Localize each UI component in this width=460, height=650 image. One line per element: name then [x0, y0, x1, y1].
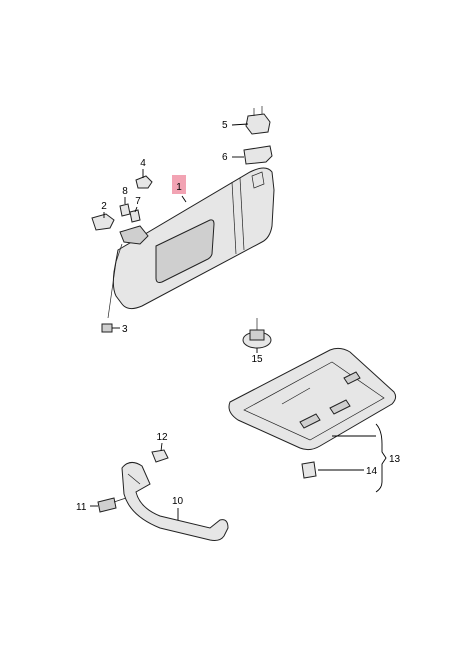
part-6-cover[interactable] — [243, 145, 273, 165]
part-11-screw[interactable] — [97, 497, 127, 513]
part-3-screw[interactable] — [101, 323, 113, 333]
label-6[interactable]: 6 — [222, 152, 228, 163]
part-1-highlight — [172, 175, 186, 194]
label-10[interactable]: 10 — [172, 496, 184, 507]
leader-7 — [134, 206, 138, 213]
label-15[interactable]: 15 — [251, 354, 263, 365]
label-12[interactable]: 12 — [156, 432, 168, 443]
label-8[interactable]: 8 — [122, 186, 128, 197]
part-13-console[interactable] — [228, 347, 397, 451]
part-4-clip[interactable] — [135, 175, 153, 189]
part-14-clip[interactable] — [301, 461, 317, 479]
part-5-bracket[interactable] — [245, 106, 271, 135]
label-7[interactable]: 7 — [135, 196, 141, 207]
label-13[interactable]: 13 — [389, 454, 401, 465]
sun-visor[interactable] — [112, 167, 275, 310]
label-14[interactable]: 14 — [366, 466, 378, 477]
leader-5 — [231, 123, 249, 126]
part-12-clip[interactable] — [151, 449, 169, 463]
label-5[interactable]: 5 — [222, 120, 228, 131]
part-10-grab-handle[interactable] — [121, 462, 229, 541]
leader-12 — [160, 442, 163, 452]
visor-hinge[interactable] — [107, 225, 149, 319]
label-3[interactable]: 3 — [122, 324, 128, 335]
label-4[interactable]: 4 — [140, 158, 146, 169]
label-1[interactable]: 1 — [176, 182, 182, 193]
label-2[interactable]: 2 — [101, 201, 107, 212]
bracket-13 — [375, 423, 387, 493]
part-8-fastener[interactable] — [119, 203, 131, 217]
part-2-clip-cover[interactable] — [91, 213, 115, 231]
leader-1 — [181, 195, 187, 203]
label-11[interactable]: 11 — [76, 502, 87, 513]
part-15-mount[interactable] — [242, 318, 272, 349]
